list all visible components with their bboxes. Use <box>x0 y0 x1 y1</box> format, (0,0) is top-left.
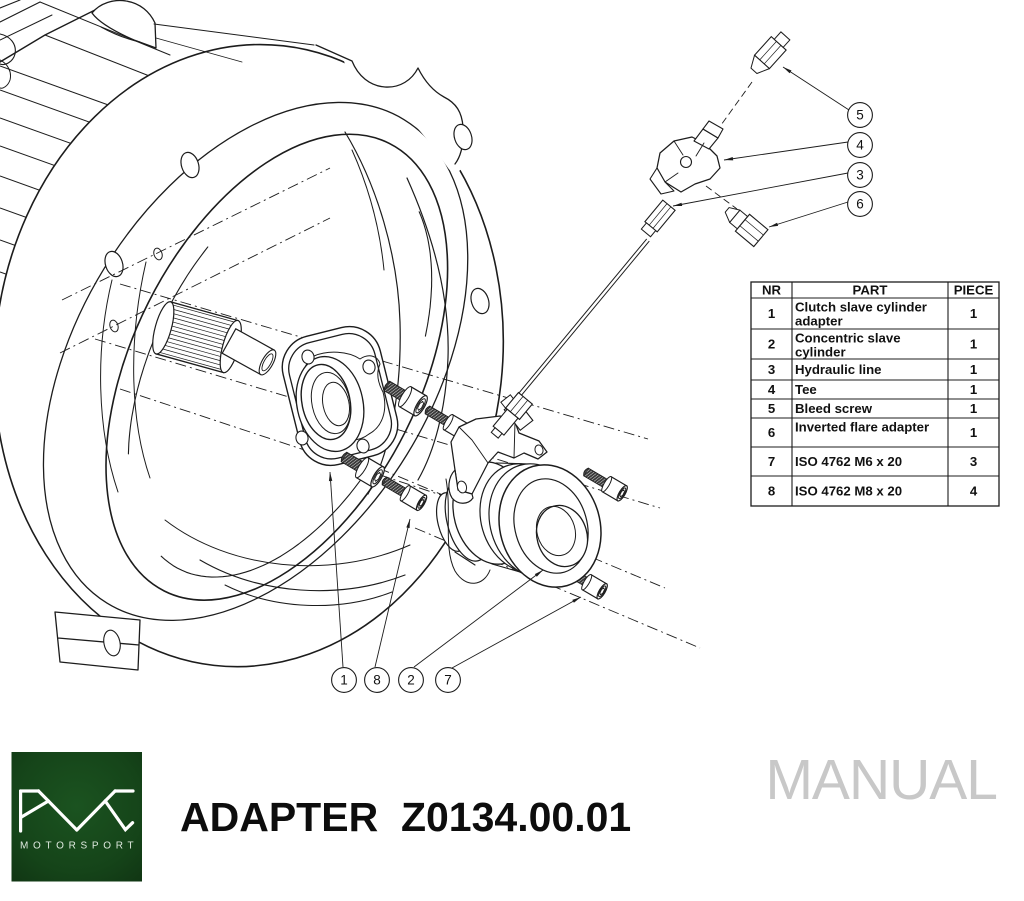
svg-text:Tee: Tee <box>795 382 817 397</box>
svg-text:6: 6 <box>768 425 775 440</box>
svg-text:4: 4 <box>970 484 978 499</box>
svg-text:Clutch slave cylinder: Clutch slave cylinder <box>795 300 927 315</box>
svg-text:PIECE: PIECE <box>954 283 994 298</box>
svg-text:2: 2 <box>768 337 775 352</box>
svg-text:3: 3 <box>768 362 775 377</box>
svg-text:ISO 4762 M6 x 20: ISO 4762 M6 x 20 <box>795 454 902 469</box>
svg-text:1: 1 <box>340 673 348 688</box>
svg-text:1: 1 <box>970 425 977 440</box>
svg-text:8: 8 <box>373 673 381 688</box>
svg-text:Bleed screw: Bleed screw <box>795 401 873 416</box>
svg-text:cylinder: cylinder <box>795 345 846 360</box>
svg-text:8: 8 <box>768 484 775 499</box>
svg-text:7: 7 <box>444 673 452 688</box>
svg-text:ISO 4762 M8 x 20: ISO 4762 M8 x 20 <box>795 484 902 499</box>
svg-text:4: 4 <box>768 382 776 397</box>
svg-text:MOTORSPORT: MOTORSPORT <box>20 841 138 852</box>
svg-text:Concentric slave: Concentric slave <box>795 331 901 346</box>
svg-text:3: 3 <box>970 454 977 469</box>
svg-text:7: 7 <box>768 454 775 469</box>
svg-text:NR: NR <box>762 283 782 298</box>
svg-text:5: 5 <box>856 108 864 123</box>
svg-text:1: 1 <box>970 362 977 377</box>
svg-text:MANUAL: MANUAL <box>765 748 997 812</box>
svg-text:3: 3 <box>856 168 864 183</box>
svg-text:PART: PART <box>853 283 888 298</box>
svg-text:2: 2 <box>407 673 415 688</box>
svg-text:5: 5 <box>768 401 775 416</box>
svg-text:1: 1 <box>768 306 775 321</box>
svg-text:Inverted flare adapter: Inverted flare adapter <box>795 420 929 435</box>
svg-text:adapter: adapter <box>795 314 843 329</box>
svg-text:Hydraulic line: Hydraulic line <box>795 362 881 377</box>
svg-text:1: 1 <box>970 306 977 321</box>
svg-text:ADAPTER Z0134.00.01: ADAPTER Z0134.00.01 <box>180 794 631 840</box>
svg-text:4: 4 <box>856 138 864 153</box>
svg-text:1: 1 <box>970 337 977 352</box>
svg-text:1: 1 <box>970 401 977 416</box>
svg-text:1: 1 <box>970 382 977 397</box>
svg-text:6: 6 <box>856 197 864 212</box>
